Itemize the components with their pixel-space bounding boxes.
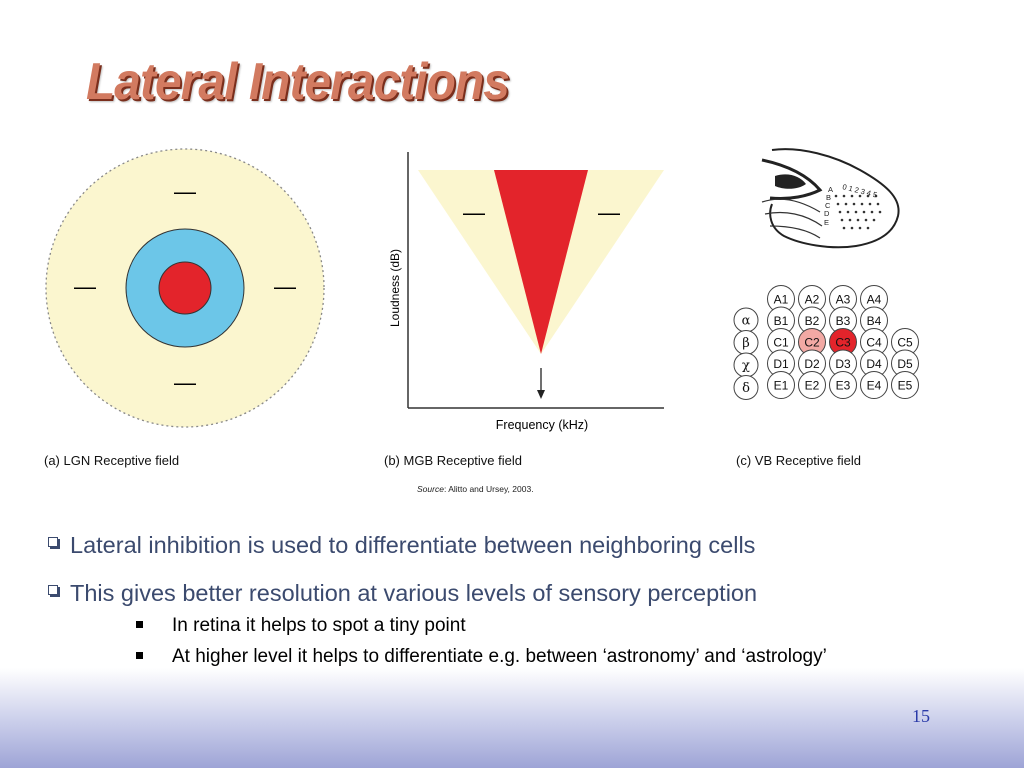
barrel-label: E2 (805, 379, 820, 393)
square-bullet-icon (136, 652, 143, 659)
caption-a: (a) LGN Receptive field (44, 453, 179, 468)
barrel-label: C1 (773, 336, 789, 350)
barrel-circle (891, 371, 919, 399)
minus-sign-left: — (74, 274, 96, 299)
checkbox-bullet-icon (48, 585, 58, 595)
panel-b-mgb: — — Loudness (dB) Frequency (kHz) (b) MG… (384, 152, 664, 494)
svg-text:C: C (825, 201, 831, 210)
bullet-item-1: Lateral inhibition is used to differenti… (48, 528, 988, 562)
checkbox-bullet-icon (48, 537, 58, 547)
greek-barrel-label: δ (742, 381, 750, 396)
barrel-circle (829, 371, 857, 399)
caption-c: (c) VB Receptive field (736, 453, 861, 468)
minus-sign-top: — (174, 179, 196, 204)
minus-sign-left: — (463, 200, 485, 225)
barrel-label: D2 (804, 357, 820, 371)
minus-sign-bottom: — (174, 370, 196, 395)
sub-bullet-item-2: At higher level it helps to differentiat… (48, 645, 952, 668)
barrel-label: C5 (897, 336, 913, 350)
barrel-label: A1 (774, 293, 789, 307)
whisker-dot-grid (834, 194, 882, 230)
barrel-circle (860, 371, 888, 399)
source-label: Source (417, 484, 444, 494)
bullet-list: Lateral inhibition is used to differenti… (48, 528, 988, 676)
barrel-circle (767, 371, 795, 399)
barrel-label: A2 (805, 293, 820, 307)
greek-barrel-label: β (742, 336, 750, 351)
sub-bullet-item-1: In retina it helps to spot a tiny point (48, 614, 952, 637)
svg-text:A: A (828, 185, 833, 194)
panel-a-lgn: — — — — (a) LGN Receptive field (44, 148, 325, 468)
barrel-label: E4 (867, 379, 882, 393)
arrow-head (537, 390, 545, 399)
sub-bullet-text-1: In retina it helps to spot a tiny point (172, 615, 466, 636)
barrel-label: B3 (836, 314, 851, 328)
footer-gradient (0, 668, 1024, 768)
bullet-text-2: This gives better resolution at various … (70, 580, 758, 606)
rat-head-sketch: A B C D E 0 1 2 3 4 5 (761, 148, 900, 249)
minus-sign-right: — (598, 200, 620, 225)
barrel-circle (798, 371, 826, 399)
barrel-label: C3 (835, 336, 851, 350)
source-note: Source: Alitto and Ursey, 2003. (417, 484, 534, 494)
source-text: : Alitto and Ursey, 2003. (444, 484, 534, 494)
greek-barrel-label: α (742, 314, 751, 329)
sketch-row-letters: A B C D E (824, 185, 833, 227)
barrel-label: A3 (836, 293, 851, 307)
greek-barrel-label: χ (742, 359, 750, 374)
bullet-text-1: Lateral inhibition is used to differenti… (70, 532, 756, 558)
barrel-label: D1 (773, 357, 789, 371)
barrel-label: B1 (774, 314, 789, 328)
caption-b: (b) MGB Receptive field (384, 453, 522, 468)
svg-text:D: D (824, 209, 830, 218)
barrel-label: A4 (867, 293, 882, 307)
square-bullet-icon (136, 621, 143, 628)
barrel-label: D4 (866, 357, 882, 371)
page-number: 15 (912, 706, 930, 726)
slide-title: Lateral Interactions (86, 53, 510, 111)
barrel-label: E1 (774, 379, 789, 393)
barrel-label: E5 (898, 379, 913, 393)
svg-text:E: E (824, 218, 829, 227)
barrel-label: C4 (866, 336, 882, 350)
svg-text:B: B (826, 193, 831, 202)
barrel-label: E3 (836, 379, 851, 393)
excitatory-center (158, 261, 212, 315)
barrel-label: B4 (867, 314, 882, 328)
excitatory-band (494, 170, 588, 354)
greek-barrel-circle (733, 375, 759, 400)
barrel-label: B2 (805, 314, 820, 328)
bullet-item-2: This gives better resolution at various … (48, 576, 988, 610)
y-axis-label: Loudness (dB) (388, 249, 402, 327)
barrel-label: C2 (804, 336, 820, 350)
x-axis-label: Frequency (kHz) (496, 418, 588, 432)
barrel-label: D3 (835, 357, 851, 371)
minus-sign-right: — (274, 274, 296, 299)
receptive-field-figure: — — — — (a) LGN Receptive field — — Loud… (44, 148, 919, 494)
barrel-label: D5 (897, 357, 913, 371)
sub-bullet-text-2: At higher level it helps to differentiat… (172, 646, 827, 667)
